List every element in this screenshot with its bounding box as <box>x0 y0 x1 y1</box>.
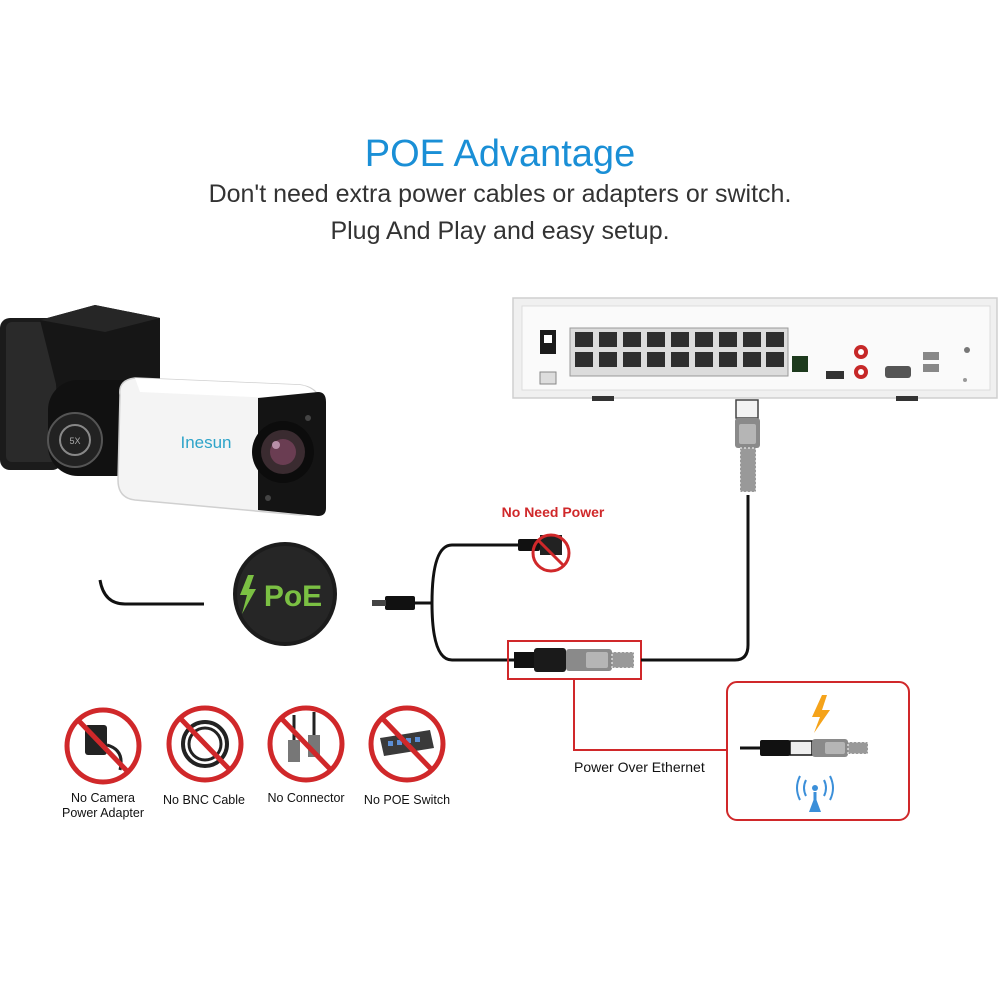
no-power-icon <box>531 533 571 573</box>
antenna-icon <box>796 775 834 812</box>
poe-callout-box <box>726 681 910 821</box>
subtitle-line-1: Don't need extra power cables or adapter… <box>208 180 792 208</box>
no-item-poe-switch <box>368 705 446 783</box>
camera-brand: Inesun <box>180 433 231 452</box>
camera-cable <box>98 579 204 606</box>
poe-badge-text: PoE <box>264 580 322 613</box>
no-item-label-adapter-2: Power Adapter <box>62 806 144 820</box>
poe-label: Power Over Ethernet <box>574 759 705 775</box>
no-need-power-label: No Need Power <box>502 504 605 520</box>
ethernet-cable <box>641 495 750 662</box>
callout-line <box>573 679 726 751</box>
poe-lightning-icon <box>240 575 256 614</box>
poe-badge: PoE <box>233 542 337 646</box>
ptz-bullet-camera-icon: 5X Inesun <box>0 305 326 516</box>
rj45-joint <box>507 640 642 680</box>
no-item-label-bnc: No BNC Cable <box>163 793 245 807</box>
nvr-rj45-plug <box>735 399 760 493</box>
no-item-adapter <box>64 707 142 785</box>
lightning-bolt-icon <box>812 695 830 733</box>
svg-text:5X: 5X <box>69 436 80 446</box>
subtitle-line-2: Plug And Play and easy setup. <box>330 217 670 245</box>
no-item-label-switch: No POE Switch <box>364 793 450 807</box>
no-item-connector <box>267 705 345 783</box>
nvr-rear-panel-icon <box>512 297 998 401</box>
no-item-label-adapter-1: No Camera <box>71 791 135 805</box>
page-title: POE Advantage <box>364 133 636 175</box>
no-item-bnc-cable <box>166 705 244 783</box>
no-item-label-connector: No Connector <box>267 791 344 805</box>
